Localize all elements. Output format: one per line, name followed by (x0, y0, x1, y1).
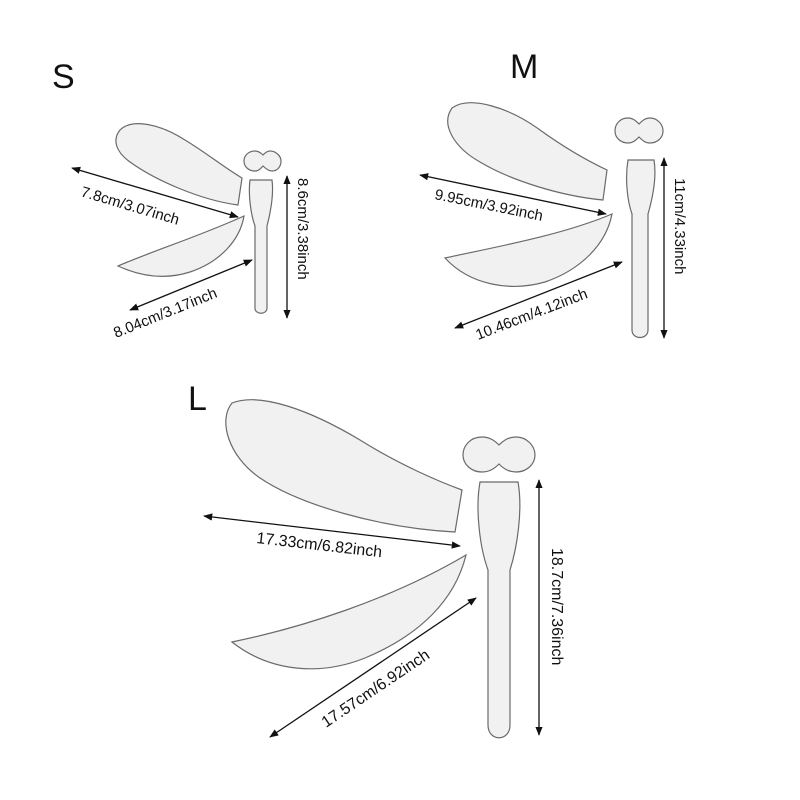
size-m-body (626, 159, 656, 339)
size-l-upper-wing (225, 399, 463, 533)
size-m-upper-wing-label: 9.95cm/3.92inch (433, 186, 544, 225)
size-s-body-label: 8.6cm/3.38inch (294, 178, 311, 280)
size-m-group: M 9.95cm/3.92inch 10.46cm/4.12inch 11cm/… (419, 48, 688, 344)
size-l-lower-wing (230, 553, 467, 670)
size-l-label: L (188, 380, 207, 418)
size-l-body (477, 481, 521, 739)
size-s-label: S (52, 58, 75, 96)
size-s-upper-wing-label: 7.8cm/3.07inch (79, 184, 181, 229)
size-l-lower-wing-arrow (269, 597, 477, 738)
size-s-lower-wing-label: 8.04cm/3.17inch (111, 285, 219, 342)
size-m-upper-wing-arrow (419, 173, 607, 216)
size-l-group: L 17.33cm/6.82inch 17.57cm/6.92inch 18.7… (188, 380, 565, 739)
size-m-lower-wing-arrow (454, 261, 623, 329)
size-l-body-label: 18.7cm/7.36inch (548, 548, 565, 665)
size-s-group: S 7.8cm/3.07inch 8.04cm/3.17inch 8.6cm/3… (52, 58, 311, 342)
size-m-lower-wing-label: 10.46cm/4.12inch (473, 285, 590, 343)
size-s-head (243, 150, 282, 172)
size-s-body (248, 179, 274, 314)
size-s-upper-wing-arrow (71, 166, 239, 219)
size-m-body-label: 11cm/4.33inch (671, 178, 688, 274)
size-l-head (462, 436, 536, 473)
size-s-upper-wing (115, 123, 243, 206)
size-s-lower-wing-arrow (129, 259, 253, 311)
size-s-lower-wing (116, 214, 245, 277)
size-l-upper-wing-arrow (203, 513, 461, 549)
size-m-head (614, 117, 664, 144)
size-m-label: M (510, 48, 538, 86)
